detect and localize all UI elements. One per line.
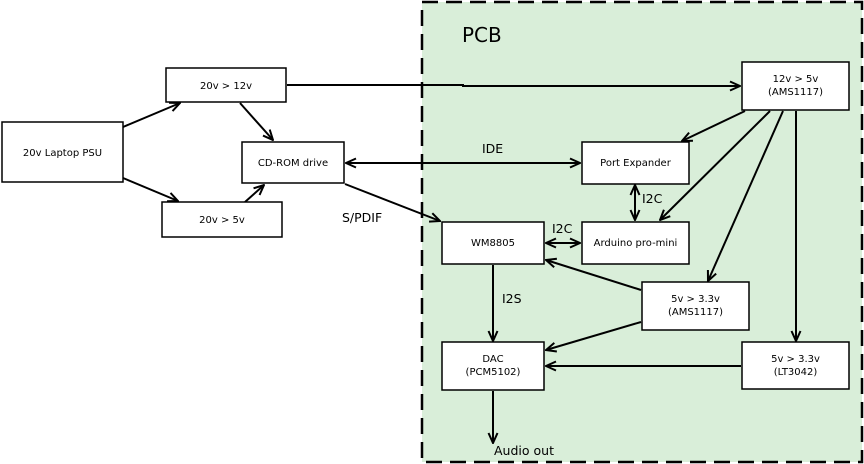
5v-to-cdrom-arrow xyxy=(244,185,264,203)
wm8805-label: WM8805 xyxy=(471,238,515,249)
psu-box-label: 20v Laptop PSU xyxy=(23,148,102,159)
dac-box: DAC (PCM5102) xyxy=(441,341,545,391)
dac-label-line2: (PCM5102) xyxy=(466,367,521,378)
5v-to-arduino-arrow xyxy=(660,110,771,220)
5v-to-port-expander-arrow xyxy=(682,110,746,141)
psu-to-20v12v-arrow xyxy=(122,103,180,128)
5v-to-ams1117-3v3-arrow xyxy=(708,110,784,281)
5v-3v3-ams1117-label-line2: (AMS1117) xyxy=(668,307,723,318)
psu-to-20v5v-arrow xyxy=(122,177,178,201)
arduino-label: Arduino pro-mini xyxy=(594,238,678,249)
cdrom-label: CD-ROM drive xyxy=(258,158,328,169)
i2c-label-wm8805: I2C xyxy=(552,221,573,236)
12v-to-ams1117-arrow xyxy=(287,85,740,86)
12v-5v-label-line1: 12v > 5v xyxy=(773,74,819,85)
i2c-label-port-expander: I2C xyxy=(642,191,663,206)
i2s-label: I2S xyxy=(502,291,522,306)
dac-label-line1: DAC xyxy=(482,354,503,365)
5v-3v3-lt3042-box: 5v > 3.3v (LT3042) xyxy=(741,341,850,390)
connections xyxy=(122,85,796,443)
audio-out-label: Audio out xyxy=(494,443,554,458)
20v-5v-box: 20v > 5v xyxy=(161,201,283,238)
20v-12v-box: 20v > 12v xyxy=(165,67,287,103)
cdrom-box: CD-ROM drive xyxy=(241,141,345,184)
port-expander-label: Port Expander xyxy=(600,158,672,169)
5v-3v3-ams1117-box: 5v > 3.3v (AMS1117) xyxy=(641,281,750,331)
3v3-to-dac-arrow xyxy=(546,321,642,350)
lt3042-label-line1: 5v > 3.3v xyxy=(771,354,820,365)
port-expander-box: Port Expander xyxy=(581,141,690,185)
wm8805-box: WM8805 xyxy=(441,221,545,265)
psu-box: 20v Laptop PSU xyxy=(1,121,124,183)
5v-3v3-ams1117-label-line1: 5v > 3.3v xyxy=(671,294,720,305)
pcb-title: PCB xyxy=(462,23,502,47)
arduino-box: Arduino pro-mini xyxy=(581,221,690,265)
spdif-label: S/PDIF xyxy=(342,210,382,225)
20v-12v-label: 20v > 12v xyxy=(200,81,252,92)
spdif-arrow xyxy=(344,183,440,221)
20v-5v-label: 20v > 5v xyxy=(199,215,245,226)
12v-5v-box: 12v > 5v (AMS1117) xyxy=(741,61,850,111)
ide-label: IDE xyxy=(482,141,503,156)
12v-5v-label-line2: (AMS1117) xyxy=(768,87,823,98)
3v3-to-wm8805-arrow xyxy=(546,260,642,291)
12v-to-cdrom-arrow xyxy=(239,102,273,140)
lt3042-label-line2: (LT3042) xyxy=(774,367,818,378)
